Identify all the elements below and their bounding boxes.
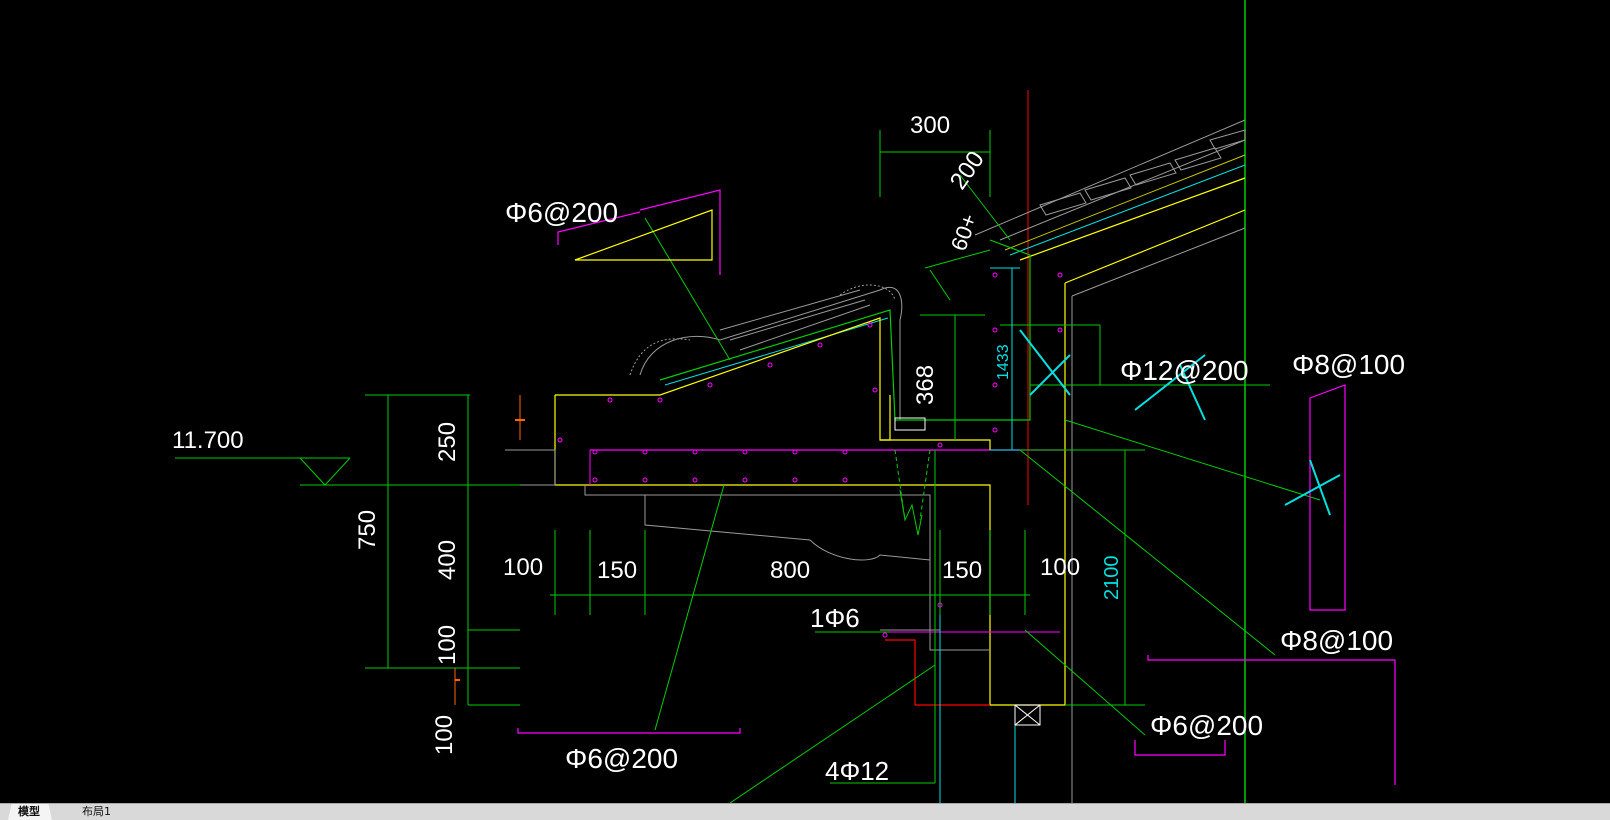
roof-slope (974, 119, 1246, 803)
dim-368: 368 (912, 365, 939, 405)
callout-phi6-200-top: Φ6@200 (505, 197, 618, 228)
gutter-roof (629, 239, 1031, 421)
dim-200: 200 (945, 146, 990, 194)
callout-1phi6: 1Φ6 (810, 603, 860, 633)
dim-150-a: 150 (597, 557, 637, 584)
callout-phi8-100-bottom: Φ8@100 (1280, 625, 1393, 656)
frame-lines (1027, 0, 1246, 803)
callout-4phi12: 4Φ12 (825, 756, 889, 786)
dim-60: 60+ (946, 210, 982, 254)
rebar-dots (557, 272, 1063, 638)
concrete-outline (505, 317, 1066, 803)
dim-300: 300 (910, 112, 950, 139)
dim-1433: 1433 (995, 344, 1012, 380)
tab-model[interactable]: 模型 (8, 804, 52, 820)
layout-tab-bar: 模型 布局1 (0, 803, 1610, 820)
dim-100-left-a: 100 (434, 625, 461, 665)
dim-250: 250 (434, 422, 461, 462)
dim-100-left-b: 100 (431, 715, 458, 755)
dim-100-row: 100 (503, 554, 543, 581)
cyan-dimensions (990, 267, 1020, 451)
tab-layout1[interactable]: 布局1 (82, 805, 111, 818)
callout-phi8-100-top: Φ8@100 (1292, 349, 1405, 380)
callout-phi6-200-bottom-right: Φ6@200 (1150, 710, 1263, 741)
dim-100-right: 100 (1040, 554, 1080, 581)
dim-150-b: 150 (942, 557, 982, 584)
break-line (894, 449, 931, 536)
elevation-label: 11.700 (172, 427, 244, 454)
cad-drawing-canvas[interactable]: 11.700 300 200 60+ 368 1433 250 750 400 … (0, 0, 1610, 803)
dim-800: 800 (770, 557, 810, 584)
dim-400: 400 (434, 540, 461, 580)
dimension-lines (175, 130, 1321, 803)
dim-750: 750 (354, 510, 381, 550)
section-cross-marks (1019, 329, 1341, 516)
callout-phi6-200-bottom-left: Φ6@200 (565, 743, 678, 774)
rebar-shapes (517, 189, 1396, 785)
callout-phi12-200: Φ12@200 (1120, 355, 1249, 386)
dim-2100: 2100 (1101, 556, 1123, 601)
small-details (454, 395, 926, 705)
